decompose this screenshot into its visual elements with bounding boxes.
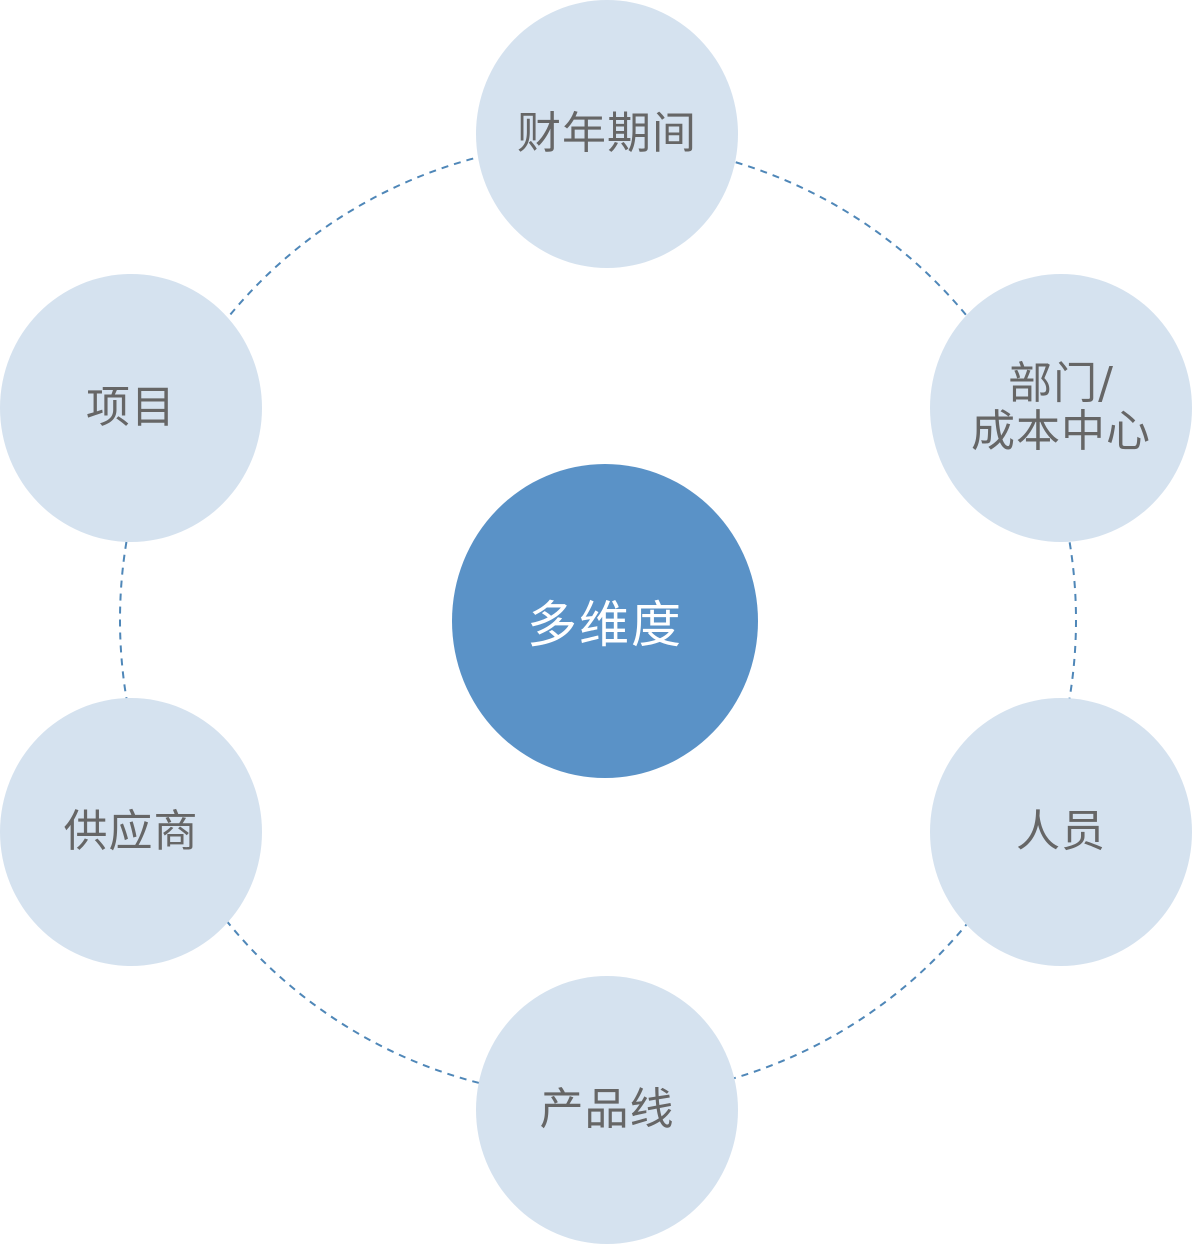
node-project: 项目 — [0, 274, 262, 542]
node-supplier: 供应商 — [0, 698, 262, 966]
node-fiscal-period: 财年期间 — [476, 0, 738, 268]
node-label: 项目 — [86, 382, 176, 433]
node-personnel: 人员 — [930, 698, 1192, 966]
node-label: 财年期间 — [517, 108, 697, 159]
center-label: 多维度 — [527, 596, 683, 654]
center-node: 多维度 — [452, 464, 758, 778]
node-label: 人员 — [1016, 806, 1106, 857]
node-label: 产品线 — [539, 1084, 675, 1135]
node-department-cost-center: 部门/ 成本中心 — [930, 274, 1192, 542]
node-label: 供应商 — [63, 806, 199, 857]
node-label: 部门/ 成本中心 — [971, 358, 1151, 457]
node-product-line: 产品线 — [476, 976, 738, 1244]
